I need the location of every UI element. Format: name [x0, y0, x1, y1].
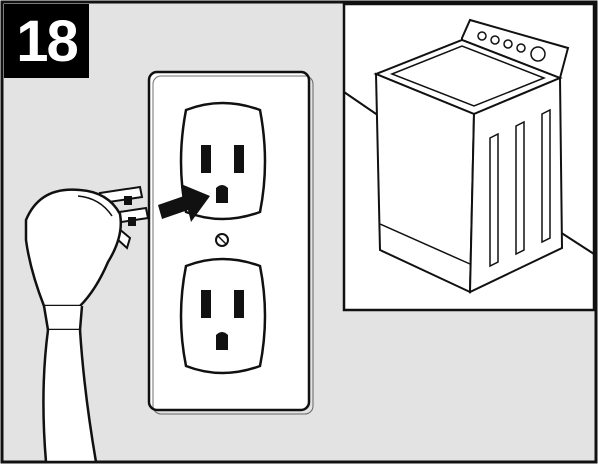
step-number: 18: [16, 8, 77, 75]
washer-inset: [344, 4, 594, 310]
lower-receptacle: [181, 259, 265, 373]
step-number-badge: 18: [4, 4, 89, 78]
wall-outlet: [149, 72, 313, 414]
